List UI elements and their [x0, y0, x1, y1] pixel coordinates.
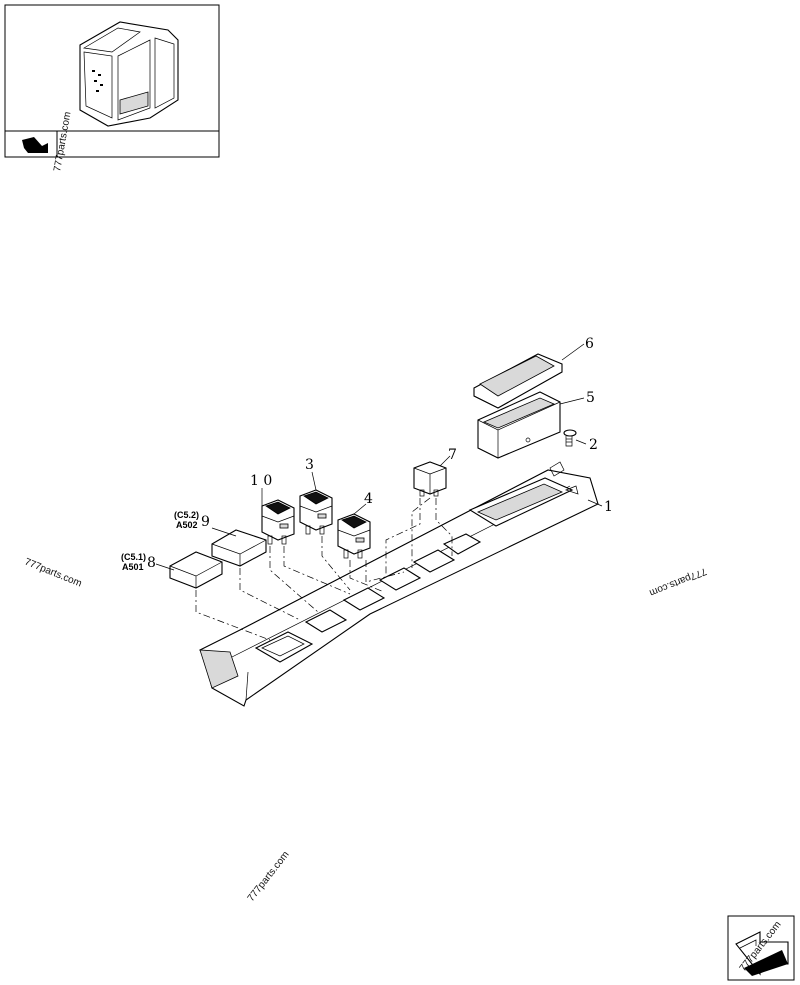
callout-9: 9 [201, 514, 210, 530]
callout-8: 8 [147, 555, 156, 571]
assembly-lines [195, 497, 453, 641]
light-lens-part-6 [473, 353, 563, 409]
thumbnail-frame [4, 4, 220, 158]
rocker-switch-part-4 [337, 513, 371, 559]
ref-label-8: (C5.1) [121, 552, 146, 562]
code-label-8: A501 [122, 562, 144, 572]
watermark-bottom: 777parts.com [246, 849, 292, 904]
code-label-9: A502 [176, 520, 198, 530]
cab-thumbnail-illustration [79, 21, 179, 127]
screw-part-2 [563, 429, 577, 447]
corner-nav-box [727, 915, 795, 981]
callout-3: 3 [305, 457, 314, 473]
callout-7: 7 [448, 447, 457, 463]
rocker-switch-part-3 [299, 489, 333, 535]
callout-1: 1 [604, 499, 613, 515]
watermark-left: 777parts.com [23, 557, 83, 590]
blank-plug-part-8 [169, 551, 223, 589]
watermark-thumbnail: 777parts.com [52, 111, 73, 173]
blank-switch-part-7 [413, 461, 447, 497]
rocker-switch-part-10 [261, 499, 295, 545]
callout-6: 6 [585, 336, 594, 352]
callout-5: 5 [586, 390, 595, 406]
navigation-arrow-icon [22, 137, 48, 153]
watermark-right: 777parts.com [648, 565, 708, 598]
blank-plug-part-9 [211, 529, 267, 567]
light-housing-part-5 [477, 391, 561, 459]
leader-lines [155, 343, 603, 571]
callout-10: 1 0 [250, 473, 272, 489]
ref-label-9: (C5.2) [174, 510, 199, 520]
callout-2: 2 [589, 437, 598, 453]
arrow-icon [739, 939, 757, 949]
console-panel-part-1 [199, 461, 599, 707]
callout-4: 4 [364, 491, 373, 507]
